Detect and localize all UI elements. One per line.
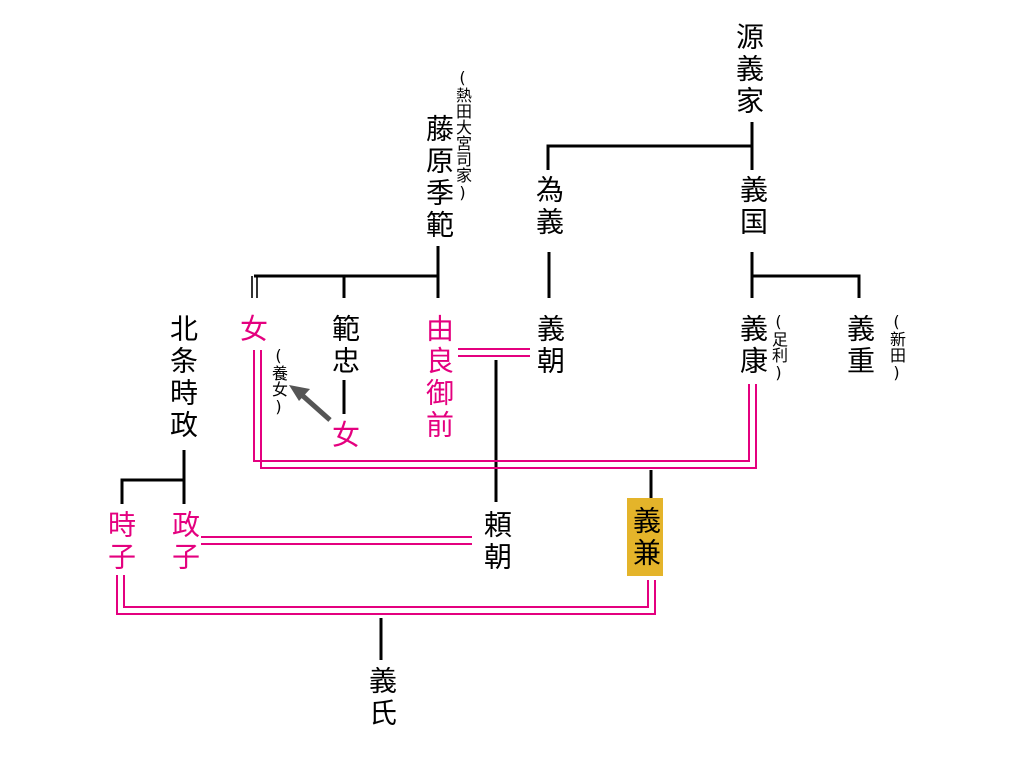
person-yoshikane-highlighted: 義兼 <box>627 498 663 576</box>
person-fujiwara-suenori: 藤原季範 <box>422 114 455 242</box>
person-norikata: 範忠 <box>328 314 361 378</box>
person-yoshitomo: 義朝 <box>533 314 566 378</box>
note-adopted-daughter: (養女) <box>269 346 288 416</box>
descent-lines <box>120 122 861 660</box>
adoption-arrow <box>289 385 332 422</box>
person-yoritomo: 頼朝 <box>480 510 513 574</box>
person-masako: 政子 <box>168 510 201 574</box>
person-onna-adopted: 女 <box>328 420 361 452</box>
marriage-lines <box>116 348 757 615</box>
person-yoshiuji: 義氏 <box>365 666 398 730</box>
person-tameyoshi: 為義 <box>532 175 565 239</box>
person-hojo-tokimasa: 北条時政 <box>166 314 199 442</box>
person-yura-gozen: 由良御前 <box>422 314 455 442</box>
person-yoshishige: 義重 <box>843 314 876 378</box>
person-onna-daughter: 女 <box>236 314 269 346</box>
person-yoshiyasu: 義康 <box>736 314 769 378</box>
note-ashikaga: (足利) <box>769 312 788 382</box>
person-minamoto-yoshiie: 源義家 <box>732 22 765 118</box>
note-atsuta-daiguji: (熱田大宮司家) <box>453 68 472 202</box>
adoption-line <box>251 276 258 298</box>
person-tokiko: 時子 <box>104 510 137 574</box>
note-nitta: (新田) <box>887 312 906 382</box>
person-yoshikuni: 義国 <box>736 175 769 239</box>
